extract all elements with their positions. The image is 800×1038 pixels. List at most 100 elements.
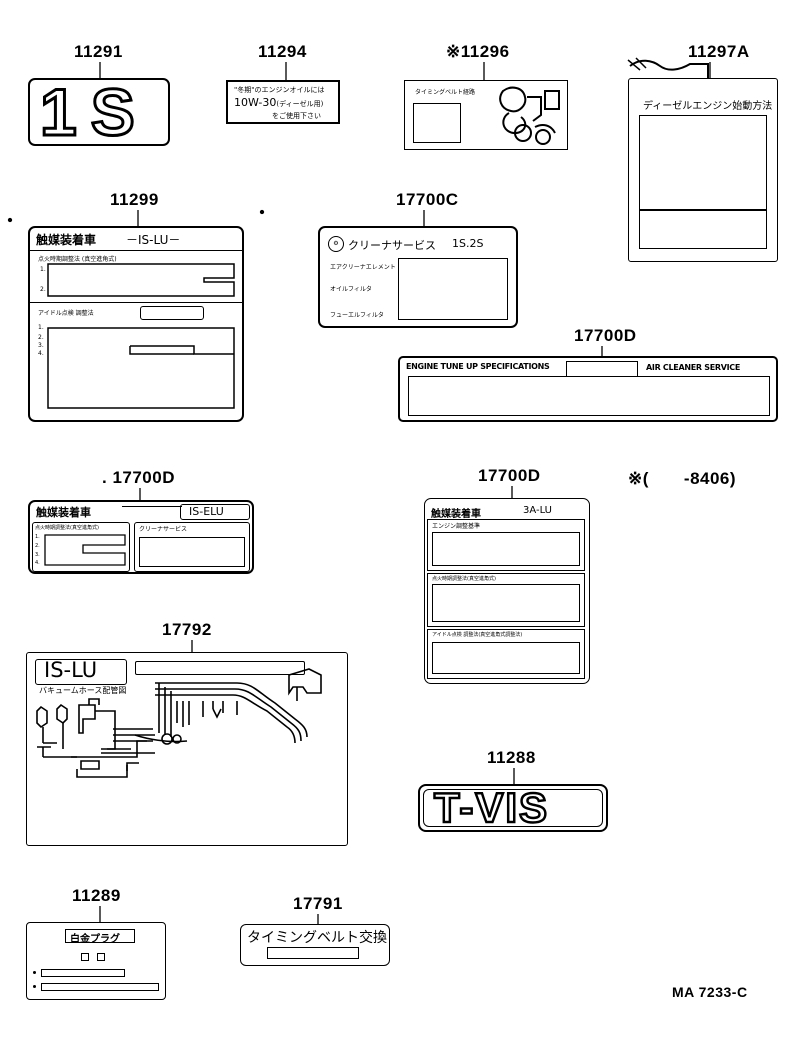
idle-adjust-field: [140, 306, 204, 320]
belt-route-drawing: [499, 86, 560, 145]
is-elu-code: IS-ELU: [189, 505, 224, 518]
bullet: [33, 971, 36, 974]
ignition-adjust-heading: 点火時期調整法 (真空進角式): [38, 256, 117, 263]
oil-label-line1: "冬期"のエンジンオイルには: [234, 86, 325, 94]
part-number-11294: 11294: [258, 42, 307, 61]
item-number: 1.: [35, 534, 40, 540]
spec-field-2: [47, 327, 235, 409]
3a-lu-idle-heading: アイドル点検 調整法(真空進角式調整法): [432, 632, 523, 638]
is-elu-ignition-heading: 点火時期調整法(真空進角式): [35, 525, 99, 531]
item-number: 4.: [38, 350, 44, 357]
engine-code: －IS-LU－: [126, 233, 181, 247]
oil-label-line2: 10W-30(ディーゼル用): [234, 96, 324, 109]
tag-lower-panel: [639, 209, 767, 249]
part-number-17792: 17792: [162, 620, 212, 639]
label-timing-belt-route: タイミングベルト経路: [404, 80, 568, 150]
label-catalyst-is-elu: 触媒装着車 IS-ELU 点火時期調整法(真空進角式) 1. 2. 3. 4. …: [28, 500, 254, 574]
label-catalyst-3a-lu: 触媒装着車 3A-LU エンジン調整基準 点火時期調整法(真空進角式) アイドル…: [424, 498, 590, 684]
toyota-mark-icon: ⚙: [328, 236, 344, 252]
cleaner-engine-code: 1S.2S: [452, 237, 484, 250]
tune-up-heading: ENGINE TUNE UP SPECIFICATIONS: [406, 362, 550, 371]
cleaner-service-title: クリーナサービス: [348, 239, 436, 252]
is-elu-cleaner-box: [139, 537, 245, 567]
3a-lu-idle-panel: アイドル点検 調整法(真空進角式調整法): [427, 629, 585, 679]
vacuum-engine-code: IS-LU: [44, 658, 98, 682]
part-number-17700d-a: 17700D: [574, 326, 637, 345]
is-elu-title: 触媒装着車: [36, 506, 91, 519]
tune-up-spec-box: [408, 376, 770, 416]
label-cleaner-service: ⚙ クリーナサービス 1S.2S エアクリーナエレメント オイルフィルタ フュー…: [318, 226, 518, 328]
emblem-1s-text: 1S: [39, 74, 149, 151]
label-timing-belt-replacement: タイミングベルト交換: [240, 924, 390, 966]
replacement-interval-box: [267, 947, 359, 959]
catalyst-title: 触媒装着車: [36, 233, 97, 247]
part-number-11289: 11289: [72, 886, 121, 905]
item-number: 2.: [35, 543, 40, 549]
platinum-plug-title-box: 白金プラグ: [65, 929, 135, 945]
is-elu-cleaner-heading: クリーナサービス: [139, 526, 188, 533]
3a-lu-engine-box: [432, 532, 580, 566]
3a-lu-ignition-heading: 点火時期調整法(真空進角式): [432, 576, 496, 582]
label-catalyst-is-lu: 触媒装着車 －IS-LU－ 点火時期調整法 (真空進角式) 1. 2. アイドル…: [28, 226, 244, 422]
part-number-17700c: 17700C: [396, 190, 459, 209]
part-number-11288: 11288: [487, 748, 536, 767]
drawing-id: MA 7233-C: [672, 984, 748, 1000]
is-elu-code-box: IS-ELU: [180, 504, 250, 520]
part-number-17700d-c: 17700D: [478, 466, 541, 485]
cleaner-interval-box: [398, 258, 508, 320]
part-number-11296: ※11296: [446, 42, 510, 61]
oil-label-line3: をご使用下さい: [272, 112, 321, 120]
emblem-t-vis-text: T-VIS: [433, 783, 550, 833]
item-number: 4.: [35, 560, 40, 566]
3a-lu-engine-heading: エンジン調整基準: [432, 523, 481, 530]
plug-field-1: [41, 969, 125, 977]
model-year-note: ※( -8406): [628, 469, 737, 488]
part-number-11291: 11291: [74, 42, 123, 61]
emblem-t-vis: T-VIS: [418, 783, 608, 833]
item-number: 3.: [35, 552, 40, 558]
air-cleaner-service-heading: AIR CLEANER SERVICE: [646, 363, 741, 372]
emblem-1s: 1S: [28, 74, 170, 151]
tag-diesel-start-method: ディーゼルエンジン始動方法: [628, 78, 778, 262]
part-number-11299: 11299: [110, 190, 159, 209]
route-blank-box: [413, 103, 461, 143]
platinum-plug-title: 白金プラグ: [70, 934, 120, 945]
part-number-17791: 17791: [293, 894, 343, 913]
idle-adjust-heading: アイドル点検 調整法: [38, 310, 94, 317]
3a-lu-ignition-box: [432, 584, 580, 622]
item-number: 2.: [40, 286, 46, 293]
diesel-start-title: ディーゼルエンジン始動方法: [643, 101, 773, 112]
tune-up-code-box: [566, 361, 638, 377]
3a-lu-title: 触媒装着車: [431, 509, 481, 520]
label-engine-oil: "冬期"のエンジンオイルには 10W-30(ディーゼル用) をご使用下さい: [226, 80, 340, 124]
oil-filter-row: オイルフィルタ: [330, 286, 372, 293]
part-number-17700d-b: . 17700D: [102, 468, 175, 487]
timing-belt-replacement-title: タイミングベルト交換: [247, 930, 387, 946]
vacuum-hose-routing: [36, 668, 322, 778]
air-cleaner-row: エアクリーナエレメント: [330, 264, 396, 271]
item-number: 1.: [40, 266, 46, 273]
timing-route-title: タイミングベルト経路: [415, 89, 476, 96]
spec-field-1: [47, 263, 235, 297]
vacuum-hose-title: バキュームホース配管図: [39, 686, 127, 695]
item-number: 2.: [38, 334, 44, 341]
label-platinum-plug: 白金プラグ: [26, 922, 166, 1000]
tag-upper-panel: [639, 115, 767, 211]
3a-lu-engine-panel: エンジン調整基準: [427, 519, 585, 571]
is-elu-field: [44, 534, 126, 566]
3a-lu-ignition-panel: 点火時期調整法(真空進角式): [427, 573, 585, 627]
3a-lu-code: 3A-LU: [523, 505, 552, 516]
fuel-filter-row: フューエルフィルタ: [330, 312, 384, 319]
label-vacuum-hose-diagram: IS-LU バキュームホース配管図: [26, 652, 348, 846]
plug-mark: [97, 953, 105, 961]
emblem-inner-rim: [423, 789, 603, 827]
label-engine-tune-up-specs: ENGINE TUNE UP SPECIFICATIONS AIR CLEANE…: [398, 356, 778, 422]
part-number-11297a: 11297A: [688, 42, 750, 61]
item-number: 1.: [38, 324, 44, 331]
title-rule: [122, 506, 182, 507]
is-elu-ignition-panel: 点火時期調整法(真空進角式) 1. 2. 3. 4.: [32, 522, 130, 572]
vacuum-header-box: [135, 661, 305, 675]
item-number: 3.: [38, 342, 44, 349]
